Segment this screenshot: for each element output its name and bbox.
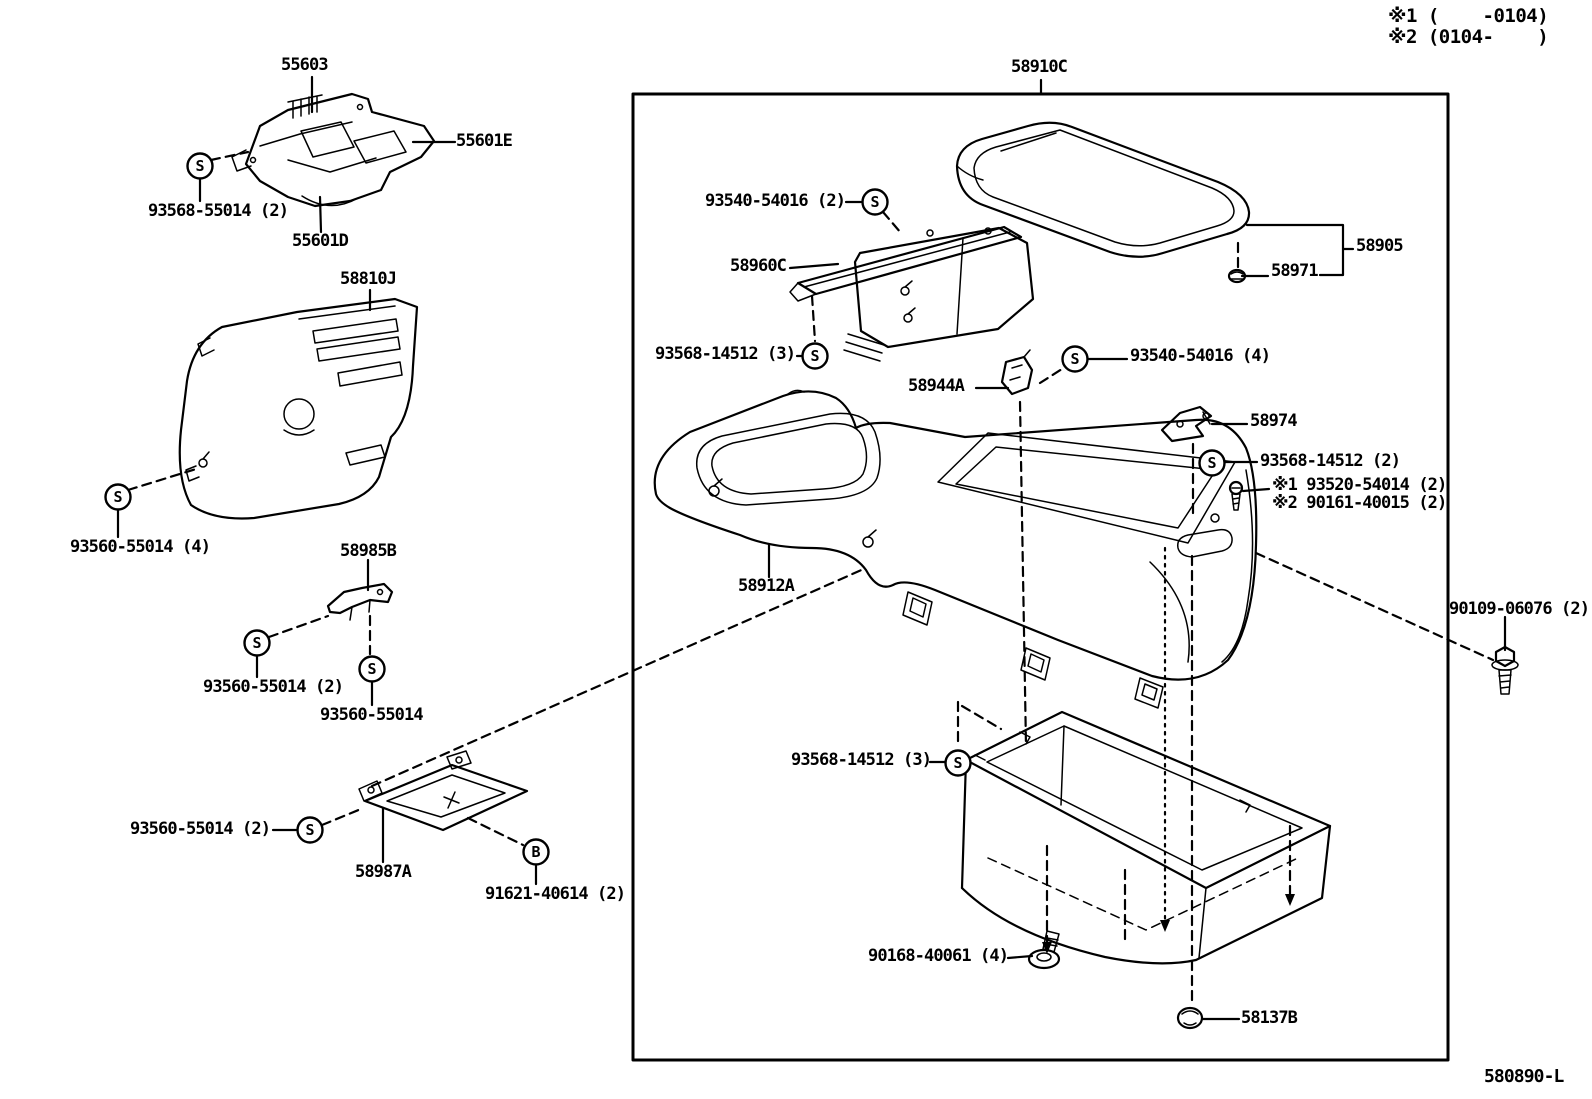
callout-58971: 58971: [1271, 261, 1319, 281]
svg-text:S: S: [1070, 350, 1079, 368]
fastener-90109-bolt: [1491, 645, 1519, 695]
callout-93560-55014-2b: 93560-55014 (2): [130, 819, 271, 839]
svg-text:S: S: [1207, 454, 1216, 472]
callout-58810J: 58810J: [340, 269, 397, 289]
callout-note2-90161-40015: ※2 90161-40015 (2): [1272, 493, 1447, 513]
assembly-dashed-lines: [126, 150, 1495, 1005]
fastener-93520-screw: [1228, 480, 1244, 511]
part-58985B-bracket-drawing: [326, 582, 394, 621]
callout-58985B: 58985B: [340, 541, 397, 561]
callout-93560-55014-2a: 93560-55014 (2): [203, 677, 344, 697]
callout-58974: 58974: [1250, 411, 1298, 431]
callout-93568-14512-2: 93568-14512 (2): [1260, 451, 1401, 471]
screw-symbol-6: S: [861, 188, 889, 216]
screw-symbol-3: S: [243, 629, 271, 657]
callout-93568-55014-2: 93568-55014 (2): [148, 201, 289, 221]
callout-58944A: 58944A: [908, 376, 965, 396]
screw-symbol-9: S: [1061, 345, 1089, 373]
svg-text:S: S: [953, 754, 962, 772]
screw-symbol-10: S: [1198, 449, 1226, 477]
screw-symbol-8: S: [944, 749, 972, 777]
screw-symbol-7: S: [801, 342, 829, 370]
callout-note1-93520-54014: ※1 93520-54014 (2): [1272, 475, 1447, 495]
svg-text:S: S: [810, 347, 819, 365]
svg-text:S: S: [113, 488, 122, 506]
callout-93560-55014-4: 93560-55014 (4): [70, 537, 211, 557]
production-note-2: ※2 (0104- ): [1388, 26, 1549, 48]
callout-55601E: 55601E: [456, 131, 513, 151]
callout-93540-54016-4: 93540-54016 (4): [1130, 346, 1271, 366]
part-58987A-bracket-drawing: [358, 750, 529, 832]
screw-symbol-4: S: [358, 655, 386, 683]
callout-90109-06076-2: 90109-06076 (2): [1449, 599, 1590, 619]
svg-text:S: S: [195, 157, 204, 175]
callout-58987A: 58987A: [355, 862, 412, 882]
figure-number: 580890-L: [1484, 1066, 1564, 1087]
callout-58960C: 58960C: [730, 256, 787, 276]
assembly-frame-box: [631, 78, 1450, 1062]
callout-93560-55014: 93560-55014: [320, 705, 424, 725]
part-55601-bracket-drawing: [231, 92, 436, 208]
leader-lines: [116, 75, 1507, 1021]
fastener-90168-screw: [1027, 930, 1061, 970]
svg-text:S: S: [305, 821, 314, 839]
svg-text:S: S: [252, 634, 261, 652]
part-58960C-cover-drawing: [789, 225, 1035, 362]
bolt-symbol-1: B: [522, 838, 550, 866]
screw-symbol-2: S: [104, 483, 132, 511]
callout-90168-40061-4: 90168-40061 (4): [868, 946, 1009, 966]
callout-58137B: 58137B: [1241, 1008, 1298, 1028]
callout-93568-14512-3a: 93568-14512 (3): [655, 344, 796, 364]
production-note-1: ※1 ( -0104): [1388, 5, 1549, 27]
callout-91621-40614-2: 91621-40614 (2): [485, 884, 626, 904]
callout-58912A: 58912A: [738, 576, 795, 596]
fastener-58137B-grommet: [1176, 1006, 1204, 1030]
callout-58910C: 58910C: [1011, 57, 1068, 77]
part-inner-box-drawing: [960, 710, 1332, 965]
callout-58905: 58905: [1356, 236, 1404, 256]
callout-55601D: 55601D: [292, 231, 349, 251]
svg-text:S: S: [367, 660, 376, 678]
part-58944A-clip-drawing: [1000, 349, 1034, 396]
callout-55603: 55603: [281, 55, 329, 75]
screw-symbol-5: S: [296, 816, 324, 844]
direction-arrows: [1042, 894, 1295, 954]
part-armrest-lid-drawing: [955, 121, 1251, 258]
callout-93568-14512-3b: 93568-14512 (3): [791, 750, 932, 770]
part-58810J-panel-drawing: [178, 297, 419, 520]
svg-text:S: S: [870, 193, 879, 211]
callout-93540-54016-2: 93540-54016 (2): [705, 191, 846, 211]
screw-symbol-1: S: [186, 152, 214, 180]
part-58974-bracket-drawing: [1160, 405, 1213, 443]
svg-text:B: B: [531, 843, 540, 861]
